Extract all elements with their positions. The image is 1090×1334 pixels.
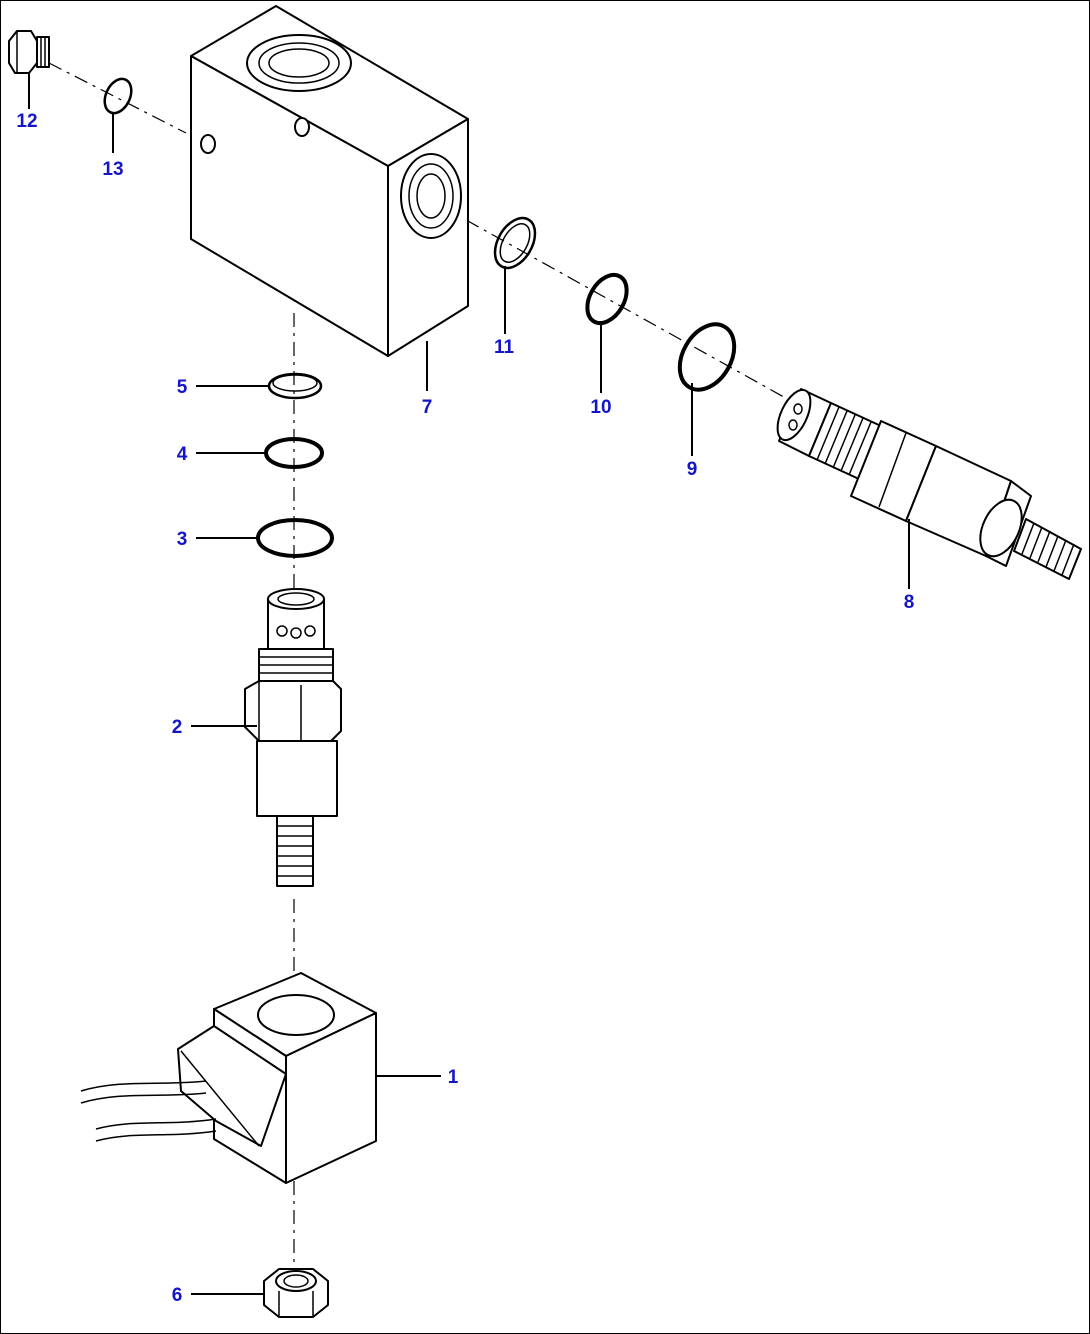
callout-labels: 12 13 7 11 10 9 8 5 4 3 2 1 6 <box>16 111 914 1306</box>
callout-2: 2 <box>172 717 183 738</box>
callout-13: 13 <box>102 159 123 180</box>
callout-10: 10 <box>590 397 611 418</box>
plug <box>8 30 50 74</box>
callout-12: 12 <box>16 111 37 132</box>
backup-ring-5 <box>267 372 323 400</box>
o-ring-10 <box>585 272 629 326</box>
callout-6: 6 <box>172 1285 183 1306</box>
valve-block <box>190 5 469 357</box>
solenoid-coil-1 <box>80 972 377 1184</box>
leader-lines <box>28 73 910 1295</box>
callout-5: 5 <box>177 377 188 398</box>
callout-8: 8 <box>904 592 915 613</box>
backup-ring-11 <box>493 216 537 270</box>
callout-9: 9 <box>687 459 698 480</box>
callout-1: 1 <box>448 1067 459 1088</box>
callout-3: 3 <box>177 529 188 550</box>
o-ring-3 <box>256 518 334 558</box>
nut-6 <box>263 1268 329 1318</box>
callout-11: 11 <box>494 337 515 358</box>
o-ring-13 <box>103 77 133 115</box>
callout-7: 7 <box>422 397 433 418</box>
callout-4: 4 <box>177 444 188 465</box>
o-ring-9 <box>677 322 737 392</box>
cartridge-valve-8 <box>776 388 1082 580</box>
solenoid-cartridge-2 <box>244 588 342 887</box>
